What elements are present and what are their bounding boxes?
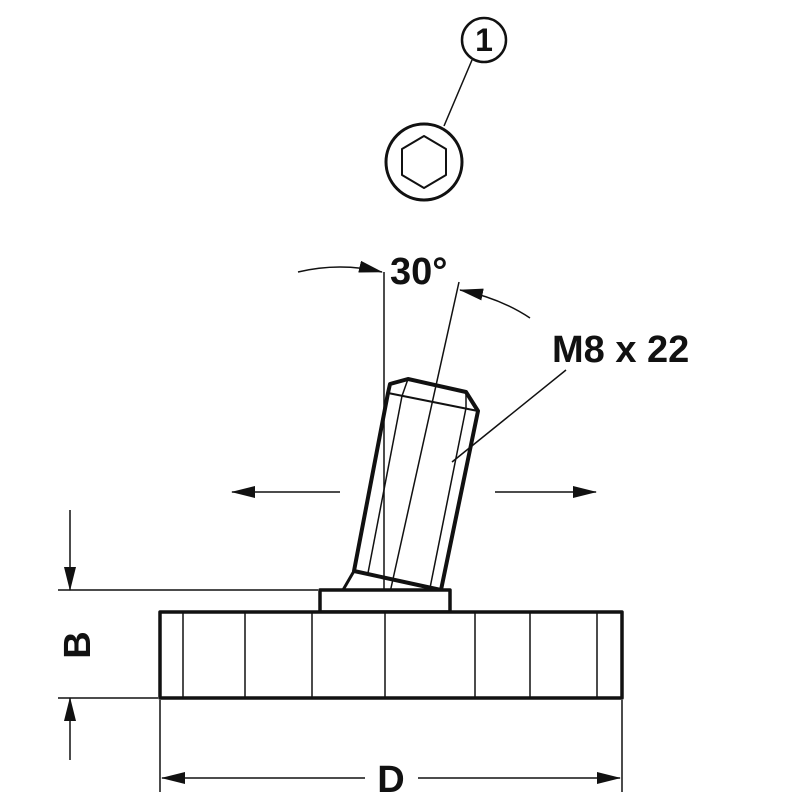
dimension-b (58, 510, 318, 760)
angle-indicator (297, 260, 531, 607)
thread-leader (451, 369, 567, 463)
callout-balloon (443, 16, 508, 127)
hex-socket-icon (384, 122, 464, 202)
base-plate (158, 588, 624, 700)
callout-number: 1 (475, 22, 493, 58)
angle-label: 30° (390, 251, 447, 293)
thread-label: M8 x 22 (552, 329, 689, 371)
dimension-d (159, 700, 623, 792)
height-label: B (57, 631, 99, 658)
threaded-bolt (341, 377, 480, 592)
diameter-label: D (377, 759, 404, 800)
